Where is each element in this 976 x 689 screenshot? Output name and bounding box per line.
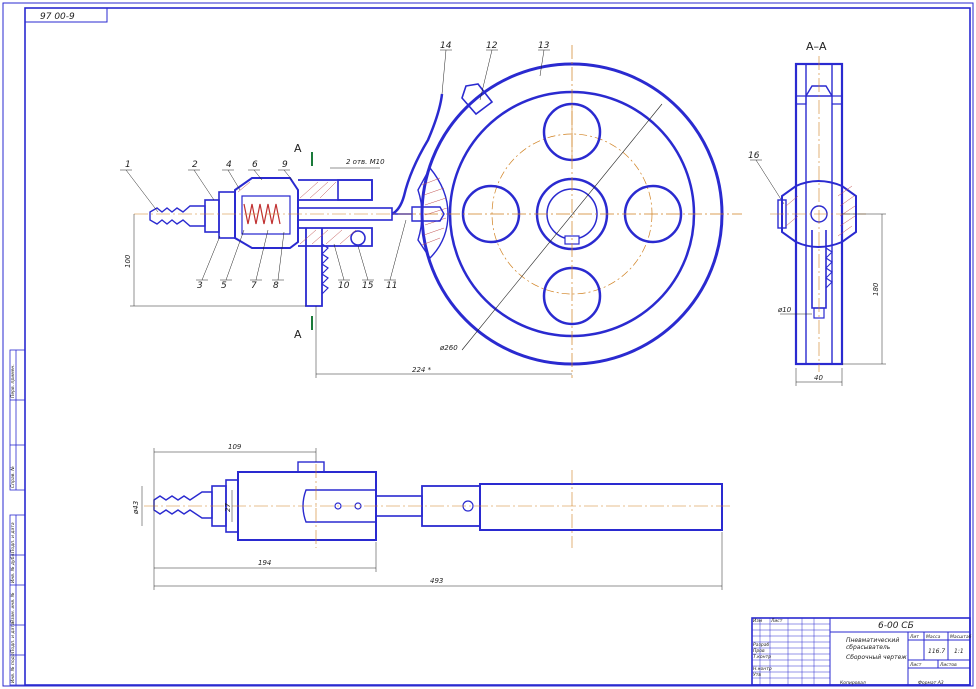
title-copied: Копировал — [840, 680, 866, 686]
dim-section-height: 180 — [872, 282, 880, 296]
dim-section-small-dia: ø10 — [777, 306, 792, 314]
top-stamp: 97 00-9 — [24, 7, 108, 23]
title-sheets: Листов — [939, 662, 957, 668]
part-number-14: 14 — [440, 41, 452, 51]
part-number-13: 13 — [538, 41, 550, 51]
dim-main-height: 100 — [124, 254, 132, 268]
title-row-developer: Разраб — [753, 642, 769, 648]
part-number-11: 11 — [386, 281, 397, 291]
section-dimensions — [780, 213, 886, 386]
dim-section-width: 40 — [814, 374, 823, 382]
part-number-8: 8 — [273, 281, 279, 291]
title-format: Формат А3 — [918, 680, 944, 686]
title-row-checker: Пров — [753, 648, 765, 654]
part-number-10: 10 — [338, 281, 350, 291]
dim-center-distance: 224 * — [412, 366, 432, 374]
part-number-2: 2 — [192, 160, 198, 170]
title-row-change: Изм — [753, 618, 763, 624]
part-numbers: 1 2 3 4 5 6 7 8 9 10 11 12 13 14 15 16 — [125, 41, 760, 291]
title-scale: 1:1 — [954, 648, 964, 655]
title-row-ncontrol: Н.контр — [753, 666, 772, 672]
title-name-line2: сбрасыватель — [846, 644, 891, 651]
dim-bottom-dia-left: ø43 — [132, 501, 140, 515]
part-number-6: 6 — [252, 160, 258, 170]
part-number-16: 16 — [748, 151, 760, 161]
title-block — [751, 617, 971, 686]
part-number-9: 9 — [282, 160, 288, 170]
title-name-line3: Сборочный чертеж — [846, 654, 907, 661]
title-header-scale: Масштаб — [950, 634, 972, 640]
inner-frame — [24, 7, 971, 686]
title-row-sheet: Лист — [770, 618, 783, 624]
margin-label-5: Взам. инв. № — [10, 592, 16, 623]
part-number-1: 1 — [125, 160, 131, 170]
bottom-dimensions — [141, 448, 723, 590]
margin-label-6: Подп. и дата — [10, 622, 16, 653]
valve-assembly — [134, 93, 444, 307]
title-mass: 116.7 — [928, 648, 945, 655]
part-leaders — [120, 49, 785, 281]
title-designation: 6-00 СБ — [878, 621, 914, 631]
dim-bottom-493: 493 — [430, 577, 443, 585]
bottom-view — [144, 461, 730, 548]
section-view: А–А — [770, 40, 866, 372]
title-row-tcontrol: Т.контр — [753, 654, 771, 660]
part-number-4: 4 — [226, 160, 232, 170]
top-stamp-text: 97 00-9 — [40, 12, 75, 22]
margin-label-2: Справ. № — [10, 466, 16, 488]
dim-wheel-diameter: ø260 — [439, 344, 458, 352]
margin-label-1: Перв. примен. — [10, 364, 16, 398]
title-row-approved: Утв — [753, 672, 761, 678]
part-number-5: 5 — [221, 281, 227, 291]
margin-label-3: Подп. и дата — [10, 522, 16, 553]
left-margin-labels: Перв. примен. Справ. № Подп. и дата Инв.… — [10, 364, 16, 683]
margin-label-7: Инв. № подл. — [10, 652, 16, 683]
dim-bottom-dia-small: 27 — [224, 503, 232, 512]
wheel-view: ø260 — [402, 45, 742, 378]
left-margin-strips — [9, 349, 26, 686]
part-number-12: 12 — [486, 41, 498, 51]
title-header-mass: Масса — [926, 634, 941, 640]
section-marker-top: А — [294, 142, 302, 155]
title-header-lit: Лит — [909, 634, 919, 640]
main-dimensions — [130, 167, 572, 378]
dim-bottom-109: 109 — [228, 443, 242, 451]
dim-bottom-194: 194 — [258, 559, 271, 567]
section-markers: А А — [294, 142, 313, 341]
part-number-3: 3 — [197, 281, 203, 291]
title-sheet: Лист — [909, 662, 922, 668]
part-number-15: 15 — [362, 281, 374, 291]
title-name-line1: Пневматический — [846, 637, 899, 644]
part-number-7: 7 — [251, 281, 257, 291]
margin-label-4: Инв. № дубл. — [10, 552, 16, 583]
section-marker-bottom: А — [294, 328, 302, 341]
title-block-text: 6-00 СБ Пневматический сбрасыватель Сбор… — [753, 618, 972, 686]
dim-hole-note: 2 отв. М10 — [346, 158, 385, 166]
section-view-title: А–А — [806, 40, 827, 53]
